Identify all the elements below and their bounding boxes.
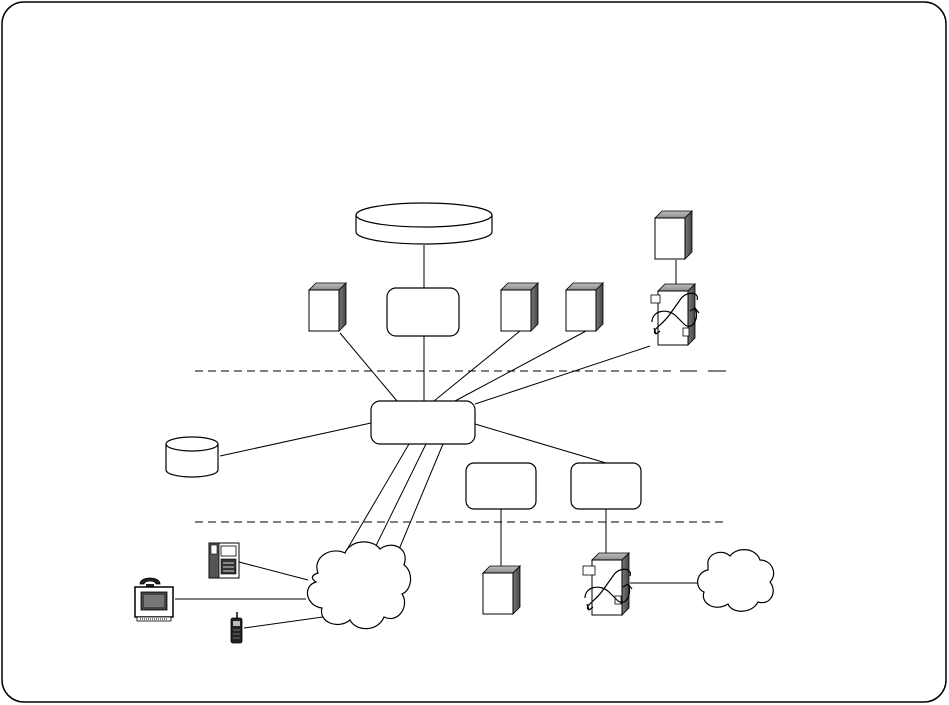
router-bottom-icon	[582, 552, 633, 616]
server-mid-1-icon	[500, 282, 539, 332]
central-switch-box	[370, 400, 476, 445]
database-top-icon	[355, 202, 493, 245]
edge-switch-box2	[474, 423, 607, 464]
edge-serverleft-switch	[339, 332, 398, 402]
lower-box-2	[570, 462, 642, 510]
edge-dbleft-switch	[219, 422, 372, 457]
edge-router-switch	[474, 345, 651, 405]
external-cloud-icon	[697, 549, 775, 612]
gateway-box	[386, 287, 460, 337]
lower-box-1	[465, 462, 537, 510]
server-top-right-icon	[654, 210, 693, 260]
server-bottom-icon	[482, 565, 521, 615]
edge-fax-cloud	[238, 561, 309, 581]
connections	[175, 245, 700, 629]
edge-switch-cloud-1	[344, 443, 410, 554]
fax-icon	[208, 542, 240, 579]
terminal-phone-icon	[134, 577, 174, 622]
edge-mid2-switch	[454, 330, 587, 402]
edge-mobile-cloud	[243, 615, 331, 629]
router-top-icon	[650, 283, 700, 346]
edge-switch-cloud-2	[368, 443, 427, 561]
server-mid-2-icon	[565, 282, 604, 332]
database-left-icon	[165, 436, 219, 478]
edge-mid1-switch	[433, 330, 521, 402]
mobile-phone-icon	[230, 612, 243, 644]
server-left-icon	[308, 282, 347, 332]
access-cloud-icon	[306, 541, 412, 630]
